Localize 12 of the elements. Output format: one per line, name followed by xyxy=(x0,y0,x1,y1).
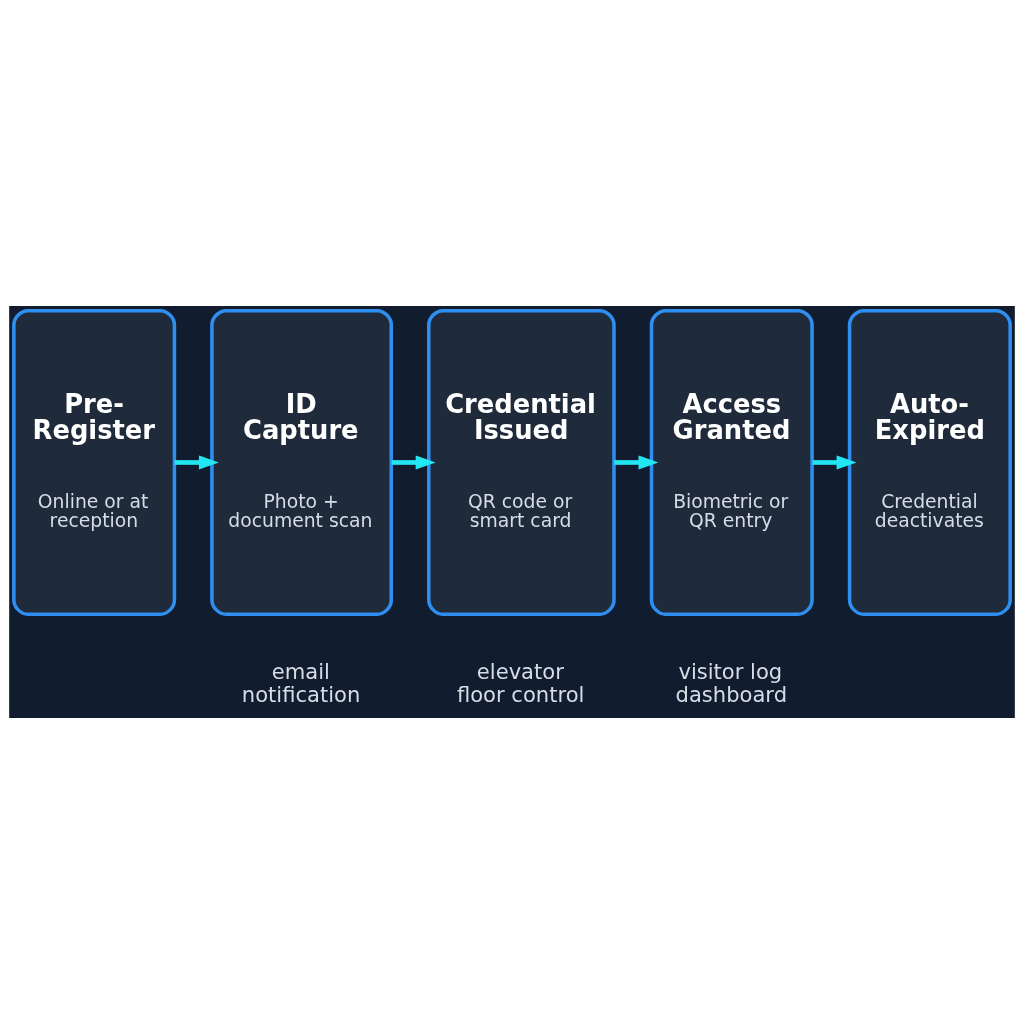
label: email notification xyxy=(241,658,361,708)
arrow xyxy=(174,455,219,470)
node-box: Pre-Register Online or at reception xyxy=(12,308,177,617)
arrow xyxy=(391,455,436,470)
node-box: ID Capture Photo + document scan xyxy=(210,308,394,617)
arrow xyxy=(614,455,659,470)
label: visitor log dashboard xyxy=(675,658,788,708)
label: elevator floor control xyxy=(456,658,585,708)
node-box: Auto-Expired Credential deactivates xyxy=(847,308,1012,617)
node-box: Access Granted Biometric or QR entry xyxy=(649,308,814,617)
arrow xyxy=(812,455,857,470)
node-box: Credential Issued QR code or smart card xyxy=(427,308,616,617)
